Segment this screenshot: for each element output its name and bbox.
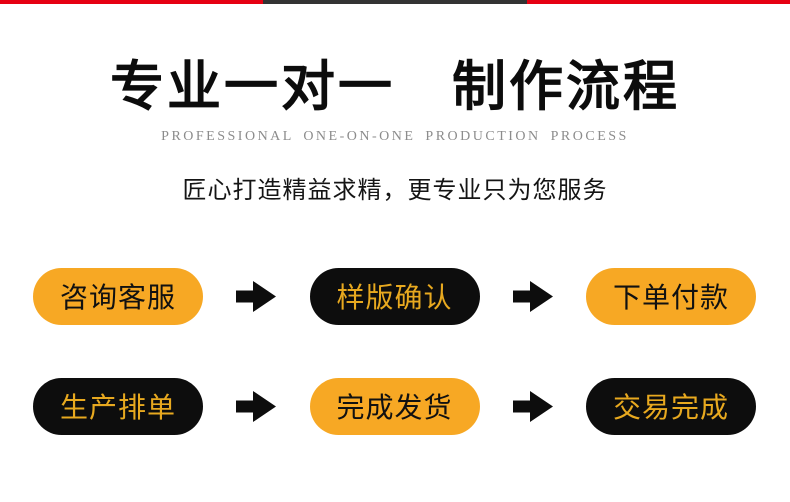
top-bar-red-right-segment [526,0,790,4]
page-title: 专业一对一 制作流程 [110,57,680,117]
right-arrow-icon [512,280,553,312]
right-arrow-icon [236,390,277,422]
top-bar-red-left-segment [0,0,264,4]
section-header: 专业一对一 制作流程 PROFESSIONAL ONE-ON-ONE PRODU… [0,4,790,205]
process-step-place-order-pay: 下单付款 [586,267,756,325]
process-flow-diagram: 咨询客服 样版确认 下单付款 生产排单 完成发货 [0,267,790,435]
top-accent-bar [0,0,790,4]
right-arrow-icon [236,280,277,312]
page-subtitle: PROFESSIONAL ONE-ON-ONE PRODUCTION PROCE… [161,128,629,144]
right-arrow-icon [512,390,553,422]
page-tagline: 匠心打造精益求精，更专业只为您服务 [182,176,608,204]
process-step-sample-confirm: 样版确认 [309,267,480,325]
process-row-2: 生产排单 完成发货 交易完成 [0,377,790,435]
process-step-consult-service: 咨询客服 [33,267,203,325]
top-bar-dark-segment [263,0,527,4]
process-row-1: 咨询客服 样版确认 下单付款 [0,267,790,325]
process-step-transaction-complete: 交易完成 [586,377,756,435]
process-step-complete-shipment: 完成发货 [309,377,480,435]
process-step-production-schedule: 生产排单 [33,377,203,435]
